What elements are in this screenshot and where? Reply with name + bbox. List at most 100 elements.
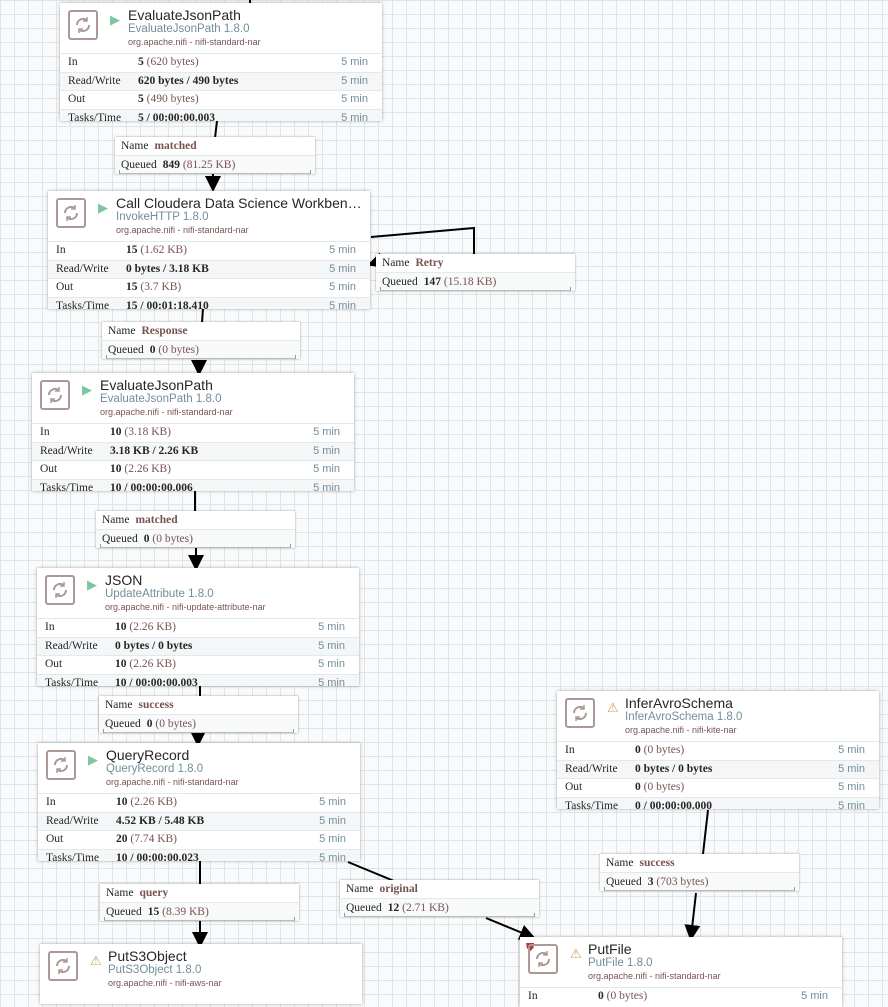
warning-icon[interactable]: ⚠ [90, 954, 102, 969]
processor-name: QueryRecord [106, 747, 190, 763]
stat-value: 0 (0 bytes) [635, 781, 685, 793]
conn-label: Queued [105, 718, 141, 730]
warning-icon[interactable]: ⚠ [607, 701, 619, 716]
stat-window: 5 min [801, 990, 828, 1002]
conn-label: Name [346, 883, 374, 895]
processor-bundle: org.apache.nifi - nifi-update-attribute-… [105, 602, 266, 612]
queue-bar [104, 917, 295, 921]
play-icon: ▶ [88, 753, 98, 768]
processor-evaluatejsonpath-2[interactable]: ▶ EvaluateJsonPath EvaluateJsonPath 1.8.… [32, 373, 354, 491]
edge-p5-c8 [347, 861, 395, 882]
conn-label: Queued [121, 159, 157, 171]
stat-label: Tasks/Time [56, 299, 110, 310]
stat-value: 5 (490 bytes) [138, 93, 199, 105]
stat-label: Tasks/Time [45, 676, 99, 687]
queued-count: 3 [647, 876, 654, 888]
conn-label: Name [102, 514, 130, 526]
processor-inferavroschema[interactable]: ⚠ InferAvroSchema InferAvroSchema 1.8.0 … [557, 691, 879, 809]
stat-window: 5 min [319, 814, 346, 827]
stat-value: 10 / 00:00:00.006 [110, 481, 193, 492]
stat-label: Read/Write [46, 814, 99, 827]
conn-label: Queued [106, 906, 142, 918]
queued-size: (0 bytes) [152, 533, 193, 545]
play-icon: ▶ [110, 13, 120, 28]
stat-value: 10 / 00:00:00.003 [115, 676, 198, 687]
processor-icon [565, 698, 595, 728]
stat-label: Out [68, 93, 86, 105]
processor-queryrecord[interactable]: ▶ QueryRecord QueryRecord 1.8.0 org.apac… [38, 743, 360, 861]
stat-label: In [46, 796, 56, 808]
processor-bundle: org.apache.nifi - nifi-standard-nar [116, 225, 249, 235]
connection-name: Retry [415, 257, 444, 269]
connection-name: Response [141, 325, 188, 337]
shield-icon[interactable]: ⛊ [526, 941, 535, 954]
processor-type: PutS3Object 1.8.0 [108, 964, 202, 976]
queue-bar [119, 170, 311, 174]
stat-window: 5 min [313, 481, 340, 492]
stat-window: 5 min [318, 658, 345, 670]
stat-value: 0 (0 bytes) [598, 990, 648, 1002]
queued-size: (81.25 KB) [182, 159, 236, 171]
stat-window: 5 min [313, 463, 340, 475]
processor-icon [46, 750, 76, 780]
stat-window: 5 min [341, 93, 368, 105]
stat-tasks-time: Tasks/Time 0 / 00:00:00.000 5 min [557, 796, 879, 810]
stat-window: 5 min [838, 799, 865, 810]
stat-label: Read/Write [45, 639, 98, 652]
processor-icon [68, 10, 98, 40]
queued-count: 0 [146, 718, 153, 730]
processor-puts3object[interactable]: ⚠ PutS3Object PutS3Object 1.8.0 org.apac… [40, 944, 362, 1004]
stat-label: Out [40, 463, 58, 475]
queue-bar [100, 544, 291, 548]
stat-label: In [68, 56, 78, 68]
stat-label: Read/Write [40, 444, 93, 457]
stat-label: Out [46, 833, 64, 845]
queued-count: 12 [387, 902, 400, 914]
stat-value: 0 / 00:00:00.000 [635, 799, 712, 810]
stat-window: 5 min [329, 281, 356, 293]
stat-value: 5 (620 bytes) [138, 56, 199, 68]
processor-bundle: org.apache.nifi - nifi-standard-nar [106, 777, 239, 787]
processor-invokehttp[interactable]: ▶ Call Cloudera Data Science Workben… In… [48, 191, 370, 309]
stat-window: 5 min [838, 744, 865, 756]
conn-label: Name [108, 325, 136, 337]
warning-icon[interactable]: ⚠ [570, 947, 582, 962]
processor-evaluatejsonpath-1[interactable]: ▶ EvaluateJsonPath EvaluateJsonPath 1.8.… [60, 3, 382, 121]
processor-type: PutFile 1.8.0 [588, 957, 653, 969]
stat-value: 10 (2.26 KB) [115, 658, 177, 670]
stat-window: 5 min [313, 444, 340, 457]
queued-count: 147 [423, 276, 442, 288]
stat-label: Tasks/Time [565, 799, 619, 810]
edge-p2-retry [370, 226, 475, 255]
conn-label: Name [121, 140, 149, 152]
stat-label: Read/Write [565, 762, 618, 775]
queue-bar [604, 887, 795, 891]
conn-label: Queued [108, 344, 144, 356]
processor-name: EvaluateJsonPath [100, 377, 213, 393]
queued-size: (0 bytes) [155, 718, 196, 730]
conn-label: Name [105, 699, 133, 711]
processor-json-updateattribute[interactable]: ▶ JSON UpdateAttribute 1.8.0 org.apache.… [37, 568, 359, 686]
processor-putfile[interactable]: ⛊ ⚠ PutFile PutFile 1.8.0 org.apache.nif… [520, 937, 842, 1007]
stat-value: 0 bytes / 0 bytes [115, 639, 193, 652]
stat-out: Out 5 (490 bytes) 5 min [60, 90, 382, 109]
